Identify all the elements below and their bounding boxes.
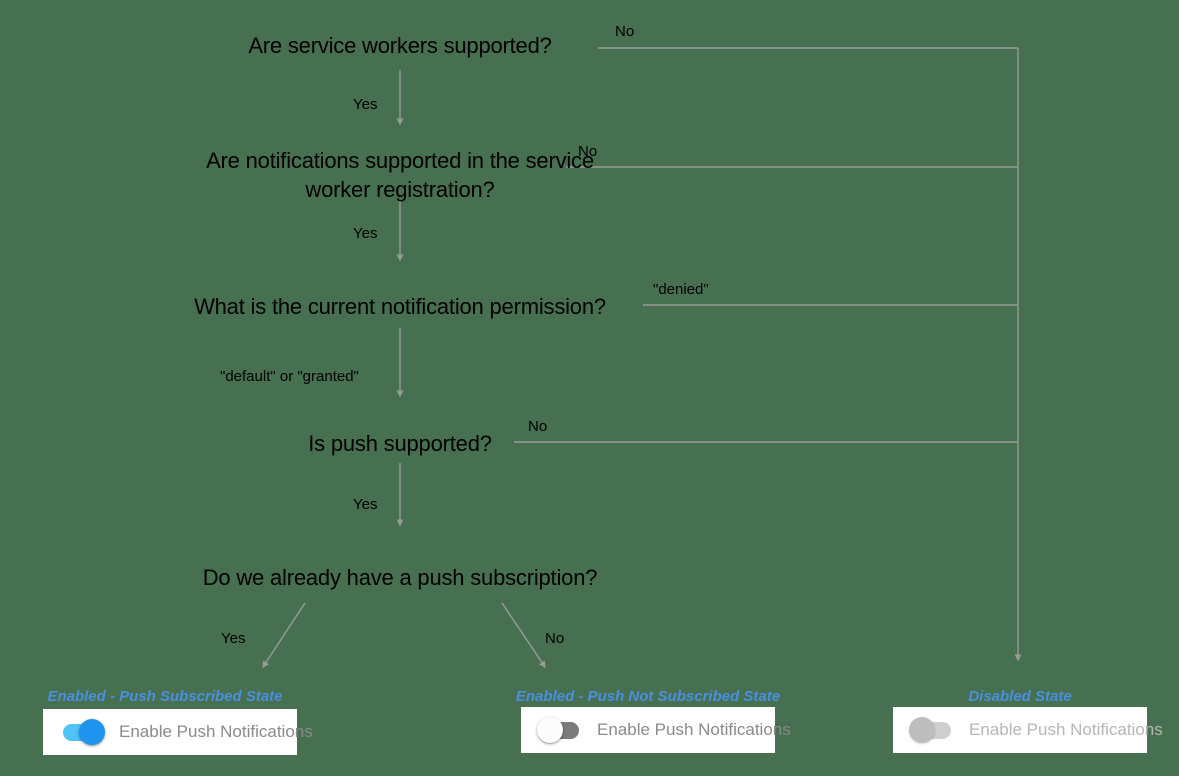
edge-label-permission-denied: "denied": [653, 281, 709, 298]
push-toggle-switch-off[interactable]: [537, 717, 583, 743]
edge-label-no-4: No: [545, 630, 565, 647]
toggle-label-push-not-subscribed: Enable Push Notifications: [597, 720, 791, 739]
edge-label-no-2: No: [578, 143, 598, 160]
edge-label-yes-1: Yes: [353, 96, 378, 113]
edge-label-yes-3: Yes: [353, 496, 378, 513]
node-notification-permission: What is the current notification permiss…: [194, 294, 606, 319]
push-toggle-switch-disabled: [909, 717, 955, 743]
push-toggle-switch-on[interactable]: [59, 719, 105, 745]
node-push-supported: Is push supported?: [308, 431, 492, 456]
node-service-workers: Are service workers supported?: [248, 33, 552, 58]
toggle-card-push-not-subscribed[interactable]: Enable Push Notifications: [521, 707, 791, 753]
edge-label-yes-2: Yes: [353, 225, 378, 242]
edge-label-no-1: No: [615, 23, 635, 40]
edge-label-yes-4: Yes: [221, 630, 246, 647]
edge-label-permission-ok: "default" or "granted": [220, 368, 359, 385]
edge-no-4: [501, 602, 546, 669]
toggle-card-push-subscribed[interactable]: Enable Push Notifications: [43, 709, 313, 755]
toggle-card-disabled: Enable Push Notifications: [893, 707, 1163, 753]
node-existing-subscription: Do we already have a push subscription?: [202, 565, 598, 590]
state-label-push-subscribed: Enabled - Push Subscribed State: [47, 688, 283, 705]
node-notifications-in-sw: Are notifications supported in the servi…: [206, 148, 594, 202]
toggle-label-push-subscribed: Enable Push Notifications: [119, 722, 313, 741]
toggle-knob: [79, 719, 105, 745]
toggle-label-disabled: Enable Push Notifications: [969, 720, 1163, 739]
state-label-disabled: Disabled State: [968, 688, 1072, 705]
toggle-knob: [909, 717, 935, 743]
edge-yes-4: [262, 602, 306, 669]
toggle-knob: [537, 717, 563, 743]
state-label-push-not-subscribed: Enabled - Push Not Subscribed State: [515, 688, 781, 705]
edge-label-no-3: No: [528, 418, 548, 435]
